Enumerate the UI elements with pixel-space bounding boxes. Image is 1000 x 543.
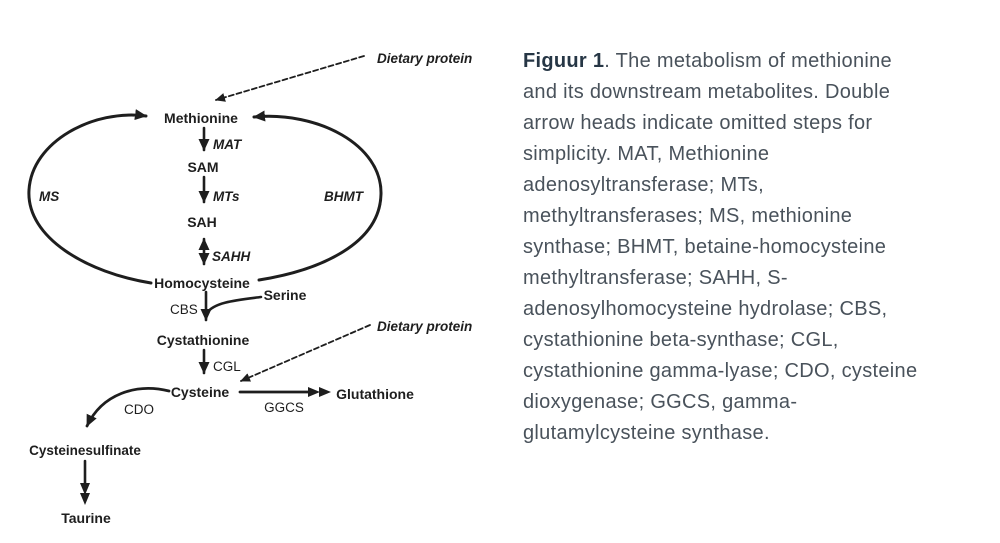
label-enzyme-cdo: CDO: [124, 402, 154, 417]
figure-number-label: Figuur 1: [523, 50, 605, 72]
label-cysteinesulfinate: Cysteinesulfinate: [29, 443, 141, 458]
caption-line: adenosylhomocysteine hydrolase; CBS,: [523, 298, 888, 320]
label-methionine: Methionine: [164, 110, 238, 126]
caption-line: synthase; BHMT, betaine-homocysteine: [523, 236, 887, 258]
metabolism-pathway-diagram: Methionine SAM SAH Homocysteine Serine C…: [27, 51, 472, 526]
figure-caption: Figuur 1. The metabolism of methionine a…: [523, 46, 993, 449]
curve-serine-into-cbs: [205, 295, 263, 315]
caption-first-line-rest: . The metabolism of methionine: [604, 50, 892, 72]
arrow-dietary-to-methionine: [215, 55, 365, 102]
caption-line: adenosyltransferase; MTs,: [523, 174, 764, 196]
label-sah: SAH: [187, 214, 217, 230]
label-enzyme-ms: MS: [39, 189, 59, 204]
arrow-dietary-to-cysteine: [240, 324, 371, 382]
label-enzyme-cbs: CBS: [170, 302, 198, 317]
label-sam: SAM: [187, 159, 218, 175]
label-enzyme-ggcs: GGCS: [264, 400, 304, 415]
label-enzyme-sahh: SAHH: [212, 249, 251, 264]
label-cysteine: Cysteine: [171, 384, 230, 400]
label-enzyme-mat: MAT: [213, 137, 243, 152]
label-enzyme-cgl: CGL: [213, 359, 241, 374]
glutathione-arrowhead-1: [308, 387, 320, 397]
label-enzyme-bhmt: BHMT: [324, 189, 365, 204]
arc-bhmt-homocysteine-to-methionine: [252, 110, 383, 282]
caption-line: methyltransferase; SAHH, S-: [523, 267, 788, 289]
arrow-cysteine-to-cysteinesulfinate: [85, 387, 171, 428]
glutathione-arrowhead-2: [319, 387, 331, 397]
label-dietary-protein-top: Dietary protein: [377, 51, 472, 66]
label-glutathione: Glutathione: [336, 386, 414, 402]
taurine-arrowhead-2: [80, 493, 90, 505]
caption-line: and its downstream metabolites. Double: [523, 81, 891, 103]
label-serine: Serine: [264, 287, 307, 303]
taurine-arrowhead-1: [80, 483, 90, 495]
label-dietary-protein-mid: Dietary protein: [377, 319, 472, 334]
arc-ms-homocysteine-to-methionine: [27, 109, 153, 285]
caption-line: glutamylcysteine synthase.: [523, 422, 770, 444]
caption-line: arrow heads indicate omitted steps for: [523, 112, 873, 134]
label-homocysteine: Homocysteine: [154, 275, 250, 291]
caption-line: cystathionine gamma-lyase; CDO, cysteine: [523, 360, 918, 382]
label-enzyme-mts: MTs: [213, 189, 240, 204]
caption-line: simplicity. MAT, Methionine: [523, 143, 770, 165]
caption-line: cystathionine beta-synthase; CGL,: [523, 329, 839, 351]
label-taurine: Taurine: [61, 510, 111, 526]
label-cystathionine: Cystathionine: [157, 332, 250, 348]
caption-line: methyltransferases; MS, methionine: [523, 205, 853, 227]
caption-line: dioxygenase; GGCS, gamma-: [523, 391, 798, 413]
caption-line: Figuur 1. The metabolism of methionine: [523, 46, 993, 77]
